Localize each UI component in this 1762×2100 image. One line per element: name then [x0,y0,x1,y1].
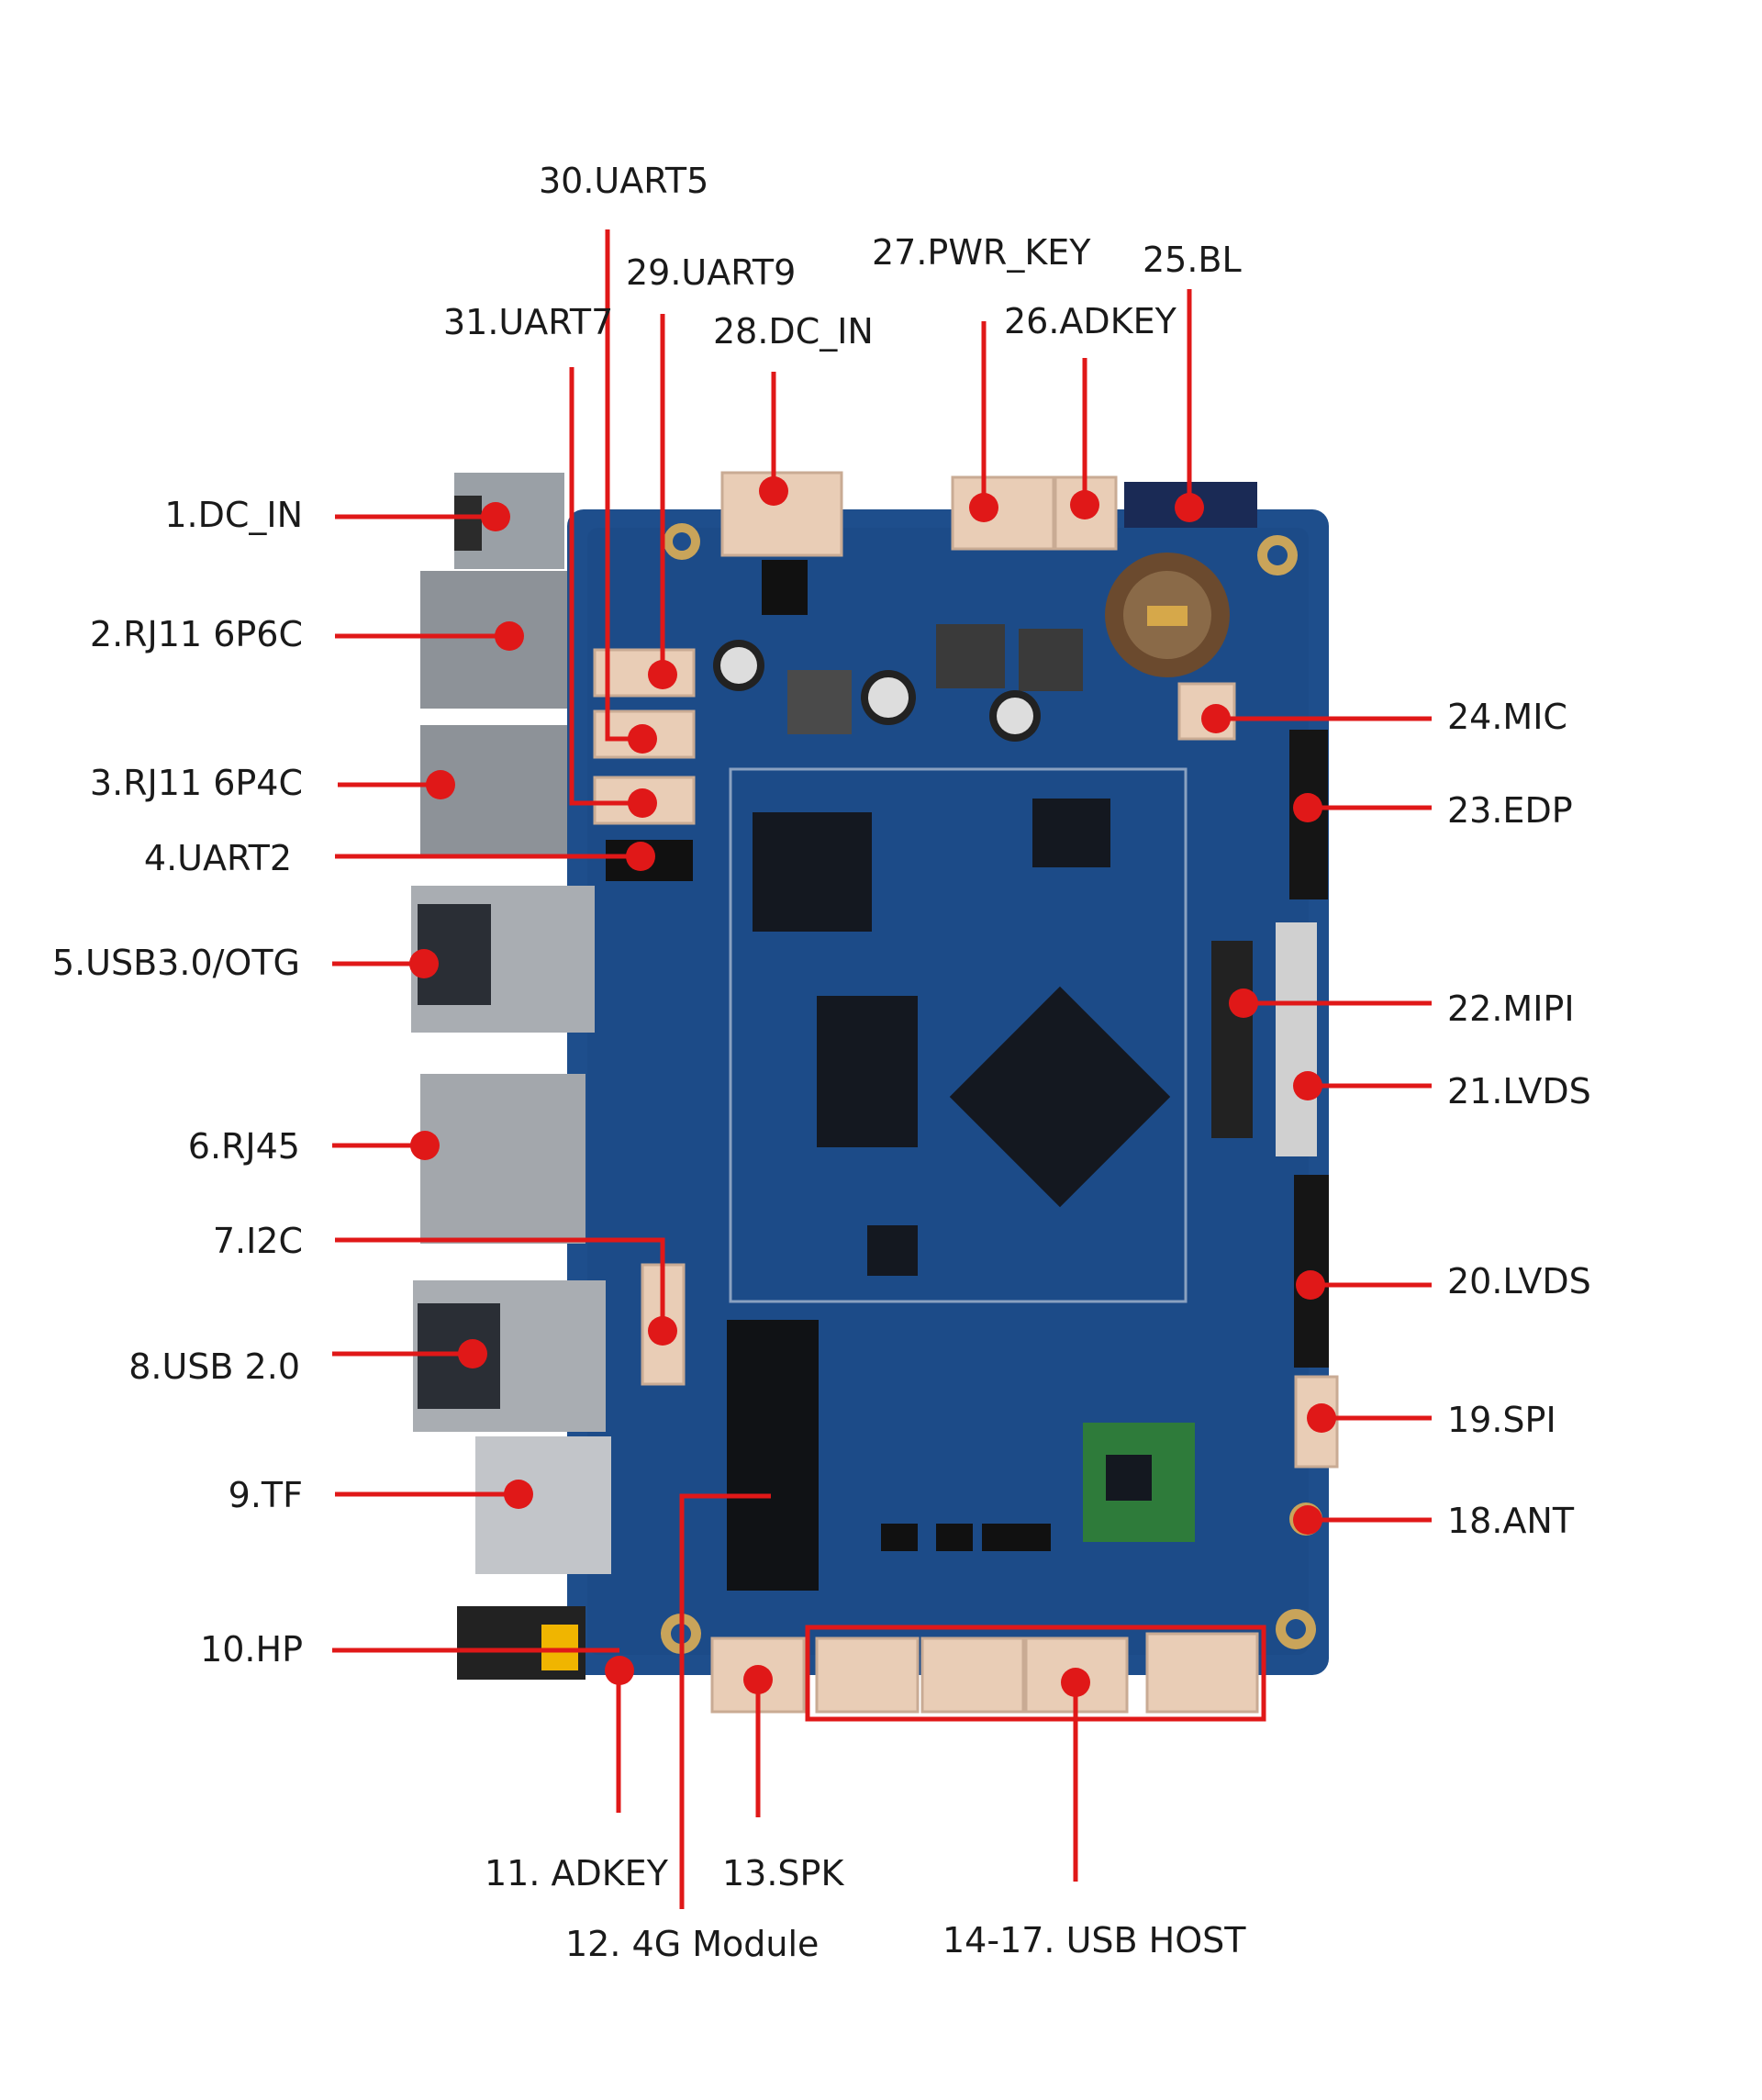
callout-dot [1293,793,1322,822]
label-lvds-21: 21.LVDS [1447,1071,1591,1111]
label-spi: 19.SPI [1447,1400,1556,1440]
callout-dot [605,1656,634,1685]
label-tf: 9.TF [228,1475,303,1515]
callout-dot [1229,989,1258,1018]
port-rj45 [420,1074,585,1244]
callout-dot [628,788,657,818]
callout-dot [410,1131,440,1160]
callout-dot [648,660,677,689]
label-uart7: 31.UART7 [443,302,614,342]
callout-dot [626,842,655,871]
label-rj11-6p4c: 3.RJ11 6P4C [89,763,303,803]
callout-dot [426,770,455,799]
callout-dot [1070,490,1099,519]
callout-dot [1175,493,1204,522]
callout-dot [969,493,998,522]
port-tf [475,1436,611,1574]
callout-dot [759,476,788,506]
connector-lvds-fpc [1276,922,1317,1156]
label-uart9: 29.UART9 [626,252,797,293]
label-ant: 18.ANT [1447,1501,1575,1541]
callout-dot [409,949,439,978]
label-4g-module: 12. 4G Module [565,1924,820,1964]
callout-dot [1293,1071,1322,1100]
label-pwr-key: 27.PWR_KEY [872,232,1091,273]
memory-chip [817,996,918,1147]
label-bl: 25.BL [1143,240,1242,280]
callout-dot [495,621,524,651]
callout-dot [481,502,510,531]
label-i2c: 7.I2C [212,1221,303,1261]
callout-dot [1293,1505,1322,1535]
label-hp: 10.HP [200,1629,303,1670]
label-adkey-bottom: 11. ADKEY [485,1853,668,1893]
memory-chip [753,812,872,932]
label-usb-host: 14-17. USB HOST [942,1920,1246,1960]
label-uart2: 4.UART2 [143,838,292,878]
label-spk: 13.SPK [722,1853,844,1893]
callout-dot [1061,1668,1090,1697]
callout-dot [628,724,657,754]
port-rj11-6p6c [420,571,567,709]
connector-usb-host-4 [1145,1632,1259,1714]
callout-dot [458,1339,487,1368]
label-rj11-6p6c: 2.RJ11 6P6C [89,614,303,654]
connector-pwr-key [951,475,1055,551]
label-dc-in: 1.DC_IN [164,495,303,535]
usb-host-highlight-box [805,1625,1266,1722]
slot-4g-module [727,1320,819,1591]
label-dc-in-top: 28.DC_IN [713,311,874,352]
label-uart5: 30.UART5 [539,161,709,201]
label-usb2: 8.USB 2.0 [128,1346,300,1387]
callout-dot [648,1316,677,1346]
label-adkey-top: 26.ADKEY [1004,301,1177,341]
memory-chip [1032,799,1110,867]
connector-mipi [1211,941,1253,1138]
callout-dot [1296,1270,1325,1300]
label-edp: 23.EDP [1447,790,1573,831]
label-lvds-20: 20.LVDS [1447,1261,1591,1301]
connector-usb-host-1 [815,1636,920,1714]
connector-usb-host-2 [920,1636,1025,1714]
callout-dot [743,1665,773,1694]
callout-dot [1201,704,1231,733]
connector-uart9 [593,648,696,698]
callout-dot [504,1480,533,1509]
label-mic: 24.MIC [1447,697,1567,737]
label-rj45: 6.RJ45 [187,1126,300,1167]
label-usb3-otg: 5.USB3.0/OTG [51,943,300,983]
label-mipi: 22.MIPI [1447,989,1575,1029]
callout-dot [1307,1403,1336,1433]
